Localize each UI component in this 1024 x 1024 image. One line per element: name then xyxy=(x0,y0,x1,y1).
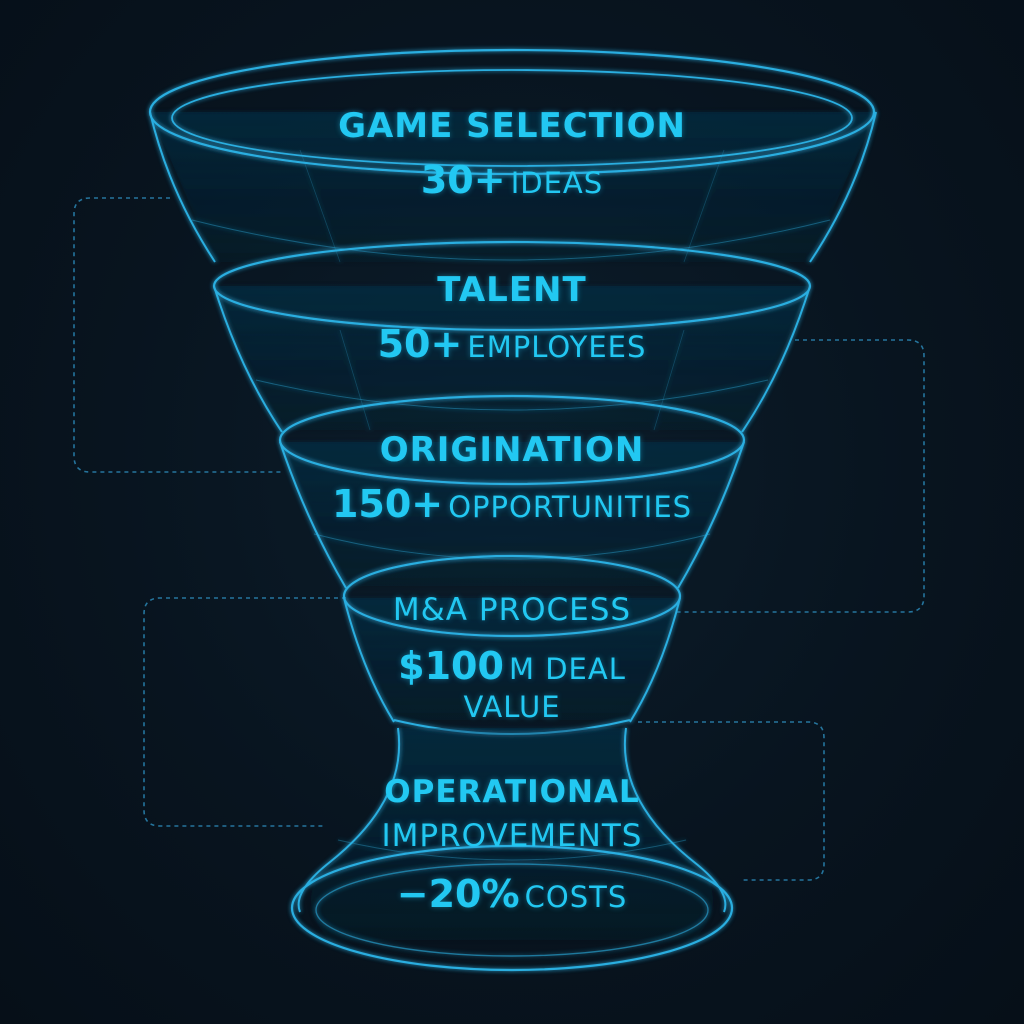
stage-1-metric-unit: IDEAS xyxy=(510,166,604,200)
stage-5-title-2: IMPROVEMENTS xyxy=(381,818,643,854)
stage-4-metric-unit-2: VALUE xyxy=(463,690,561,724)
connector-lines xyxy=(73,197,925,881)
stage-3-metric: 150+ OPPORTUNITIES xyxy=(0,482,1024,526)
stage-1-title: GAME SELECTION xyxy=(338,106,686,146)
funnel-section-2 xyxy=(212,240,812,433)
funnel-section-1 xyxy=(148,48,877,263)
stage-2-metric: 50+ EMPLOYEES xyxy=(0,322,1024,366)
stage-1-metric: 30+ IDEAS xyxy=(0,158,1024,202)
funnel-section-4 xyxy=(342,554,682,735)
stage-2-title: TALENT xyxy=(437,270,587,310)
connector-left-bottom xyxy=(143,597,346,827)
connector-right-bottom xyxy=(638,721,825,881)
stage-3-metric-unit: OPPORTUNITIES xyxy=(448,490,693,524)
stage-5-metric-unit: COSTS xyxy=(524,880,628,914)
stage-2-metric-value: 50+ xyxy=(377,322,463,366)
connector-right-mid xyxy=(676,339,925,613)
stage-3-metric-value: 150+ xyxy=(331,482,444,526)
stage-2-metric-unit: EMPLOYEES xyxy=(467,330,647,364)
stage-4-title: M&A PROCESS xyxy=(392,592,632,628)
funnel-section-5 xyxy=(290,727,734,972)
connector-left-top xyxy=(73,197,282,473)
stage-5-title: OPERATIONAL xyxy=(384,774,640,810)
stage-4-metric-value: $100 xyxy=(398,644,504,688)
stage-5-metric-value: −20% xyxy=(396,872,520,916)
stage-3-title: ORIGINATION xyxy=(379,430,645,470)
stage-4-metric-unit: M DEAL xyxy=(508,652,626,686)
stage-4-metric: $100 M DEAL xyxy=(0,644,1024,688)
funnel-section-3 xyxy=(278,394,746,589)
stage-5-metric: −20% COSTS xyxy=(0,872,1024,916)
stage-1-metric-value: 30+ xyxy=(420,158,506,202)
